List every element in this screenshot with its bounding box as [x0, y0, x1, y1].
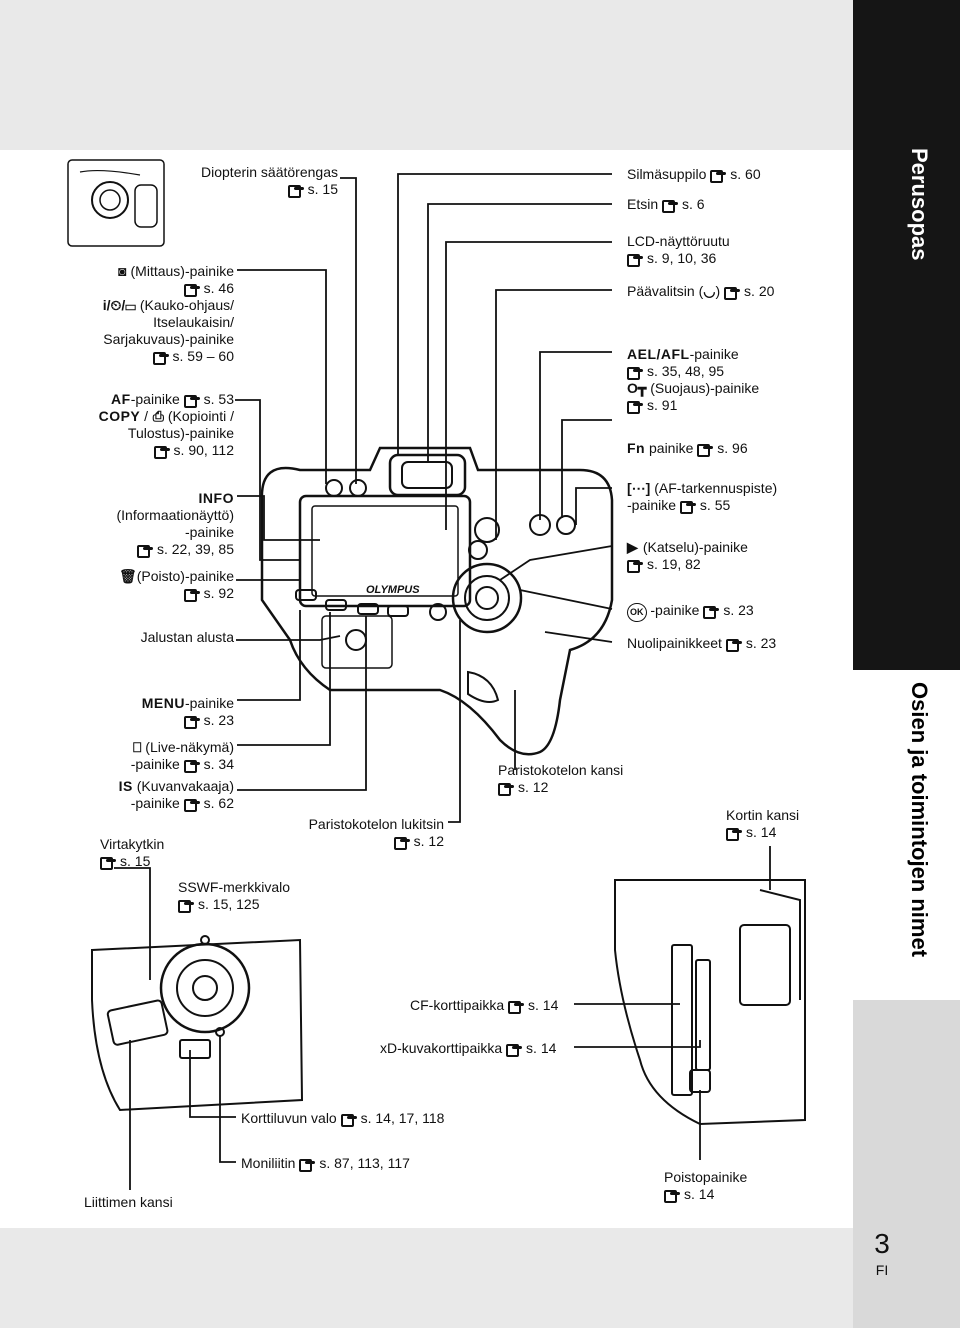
label-playback: ▶ (Katselu)-painike s. 19, 82: [627, 539, 748, 573]
label-battery-cover: Paristokotelon kansi s. 12: [498, 762, 624, 796]
label-erase: 🗑(Poisto)-painike s. 92: [118, 568, 234, 602]
label-copy: COPY / ⎙ (Kopiointi / Tulostus)-painike …: [98, 408, 234, 459]
metering-icon: ◙: [118, 263, 127, 279]
connector-inset: [91, 938, 304, 1112]
live-view-icon: ⎕: [133, 739, 142, 755]
label-cf-slot: CF-korttipaikka s. 14: [410, 997, 559, 1014]
section-tab-part-names[interactable]: [853, 670, 960, 1000]
page-ref-icon: [287, 183, 305, 198]
section-tab-basic-guide-label: Perusopas: [907, 148, 932, 261]
playback-icon: ▶: [627, 539, 638, 555]
af-target-icon: [⋯]: [627, 480, 651, 496]
label-multi-connector: Moniliitin s. 87, 113, 117: [241, 1155, 410, 1172]
diopter-inset: [67, 159, 165, 247]
label-diopter: Diopterin säätörengas s. 15: [201, 164, 338, 198]
label-drive: i/⏲/▭ (Kauko-ohjaus/ Itselaukaisin/ Sarj…: [102, 297, 234, 365]
bottom-margin-band: [0, 1228, 853, 1328]
label-xd-slot: xD-kuvakorttipaikka s. 14: [380, 1040, 557, 1057]
drive-mode-icon: i/⏲/▭: [102, 297, 136, 313]
label-protect: O┳ (Suojaus)-painike s. 91: [627, 380, 760, 414]
label-arrows: Nuolipainikkeet s. 23: [627, 635, 777, 652]
label-live-view: ⎕ (Live-näkymä) -painike s. 34: [130, 739, 234, 773]
label-power-switch: Virtakytkin s. 15: [100, 836, 165, 870]
page-number: 3: [874, 1228, 890, 1259]
label-sswf: SSWF-merkkivalo s. 15, 125: [178, 879, 291, 913]
label-ael-afl: AEL/AFL-painike s. 35, 48, 95: [627, 346, 739, 380]
label-eject: Poistopainike s. 14: [664, 1169, 748, 1203]
language-code: FI: [875, 1262, 889, 1278]
trash-icon: 🗑: [118, 568, 137, 584]
label-battery-lock: Paristokotelon lukitsin s. 12: [308, 816, 444, 850]
label-fn: Fn painike s. 96: [627, 440, 748, 457]
label-image-stabilizer: IS (Kuvanvakaaja) -painike s. 62: [118, 778, 234, 812]
top-margin-band: [0, 0, 853, 150]
label-lcd: LCD-näyttöruutu s. 9, 10, 36: [627, 233, 730, 267]
label-card-cover: Kortin kansi s. 14: [726, 807, 800, 841]
label-viewfinder: Etsin s. 6: [627, 196, 705, 213]
print-icon: ⎙: [152, 408, 164, 424]
label-ok: OK -painike s. 23: [627, 602, 754, 622]
label-card-lamp: Korttiluvun valo s. 14, 17, 118: [241, 1110, 445, 1127]
camera-brand-text: OLYMPUS: [366, 584, 420, 596]
label-af-button: AF-painike s. 53: [111, 391, 234, 408]
label-menu: MENU-painike s. 23: [141, 695, 234, 729]
section-tab-part-names-label: Osien ja toimintojen nimet: [907, 682, 932, 958]
ok-icon: OK: [627, 603, 647, 622]
label-metering: ◙ (Mittaus)-painike s. 46: [66, 263, 234, 297]
key-icon: O┳: [627, 380, 647, 396]
label-connector-cover: Liittimen kansi: [84, 1194, 173, 1210]
section-tab-basic-guide[interactable]: [853, 0, 960, 670]
label-tripod: Jalustan alusta: [140, 629, 234, 645]
label-af-target: [⋯] (AF-tarkennuspiste) -painike s. 55: [627, 480, 778, 514]
label-mode-dial: Päävalitsin (◡) s. 20: [627, 283, 775, 300]
label-eyecup: Silmäsuppilo s. 60: [627, 166, 761, 183]
mode-dial-icon: ◡: [703, 283, 716, 299]
label-info: INFO (Informaationäyttö) -painike s. 22,…: [116, 490, 234, 558]
